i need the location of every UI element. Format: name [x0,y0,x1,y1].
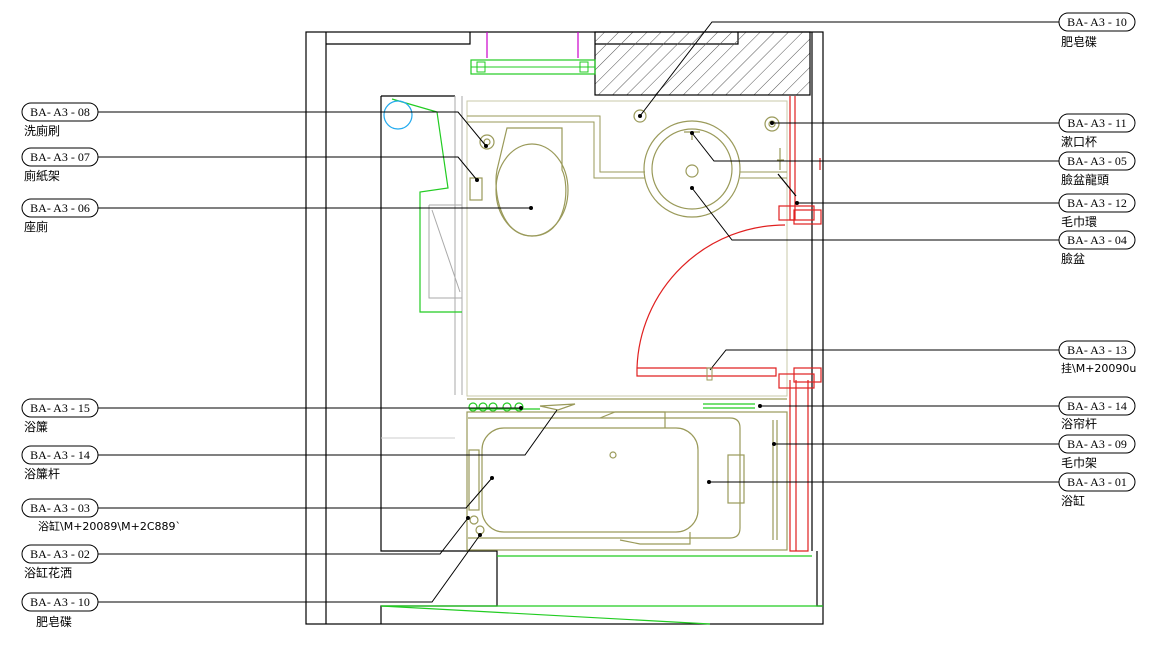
callout-right-09: BA- A3 - 09 毛巾架 [772,434,1136,470]
callout-desc: 臉盆 [1061,251,1085,266]
callout-desc: 挂\M+20090u [1061,361,1136,375]
callout-left-07: BA- A3 - 07 廁紙架 [21,147,479,183]
callout-right-04: BA- A3 - 04 臉盆 [690,186,1136,266]
callout-tag: BA- A3 - 05 [1067,154,1127,168]
hatched-column [594,31,811,96]
callout-desc: 毛巾架 [1061,456,1097,470]
callout-right-05: BA- A3 - 05 臉盆龍頭 [690,131,1136,187]
callout-tag: BA- A3 - 14 [1067,399,1127,413]
callout-tag: BA- A3 - 08 [30,105,90,119]
callout-desc: 肥皂碟 [1061,35,1097,49]
callout-desc: 毛巾環 [1061,215,1097,229]
bottom-threshold [380,555,823,625]
callout-desc: 臉盆龍頭 [1061,172,1109,187]
callout-tag: BA- A3 - 07 [30,150,90,164]
shower-curtain [467,398,787,412]
callout-desc: 浴缸\M+20089\M+2C889` [38,519,181,533]
callout-left-08: BA- A3 - 08 洗廁刷 [21,102,488,148]
door-swing [636,96,822,552]
callout-desc: 浴帘杆 [1061,416,1097,431]
callout-left-10: BA- A3 - 10 肥皂碟 [21,533,482,629]
callout-tag: BA- A3 - 01 [1067,475,1127,489]
callout-right-12: BA- A3 - 12 毛巾環 [795,193,1136,229]
callout-desc: 浴簾杆 [24,466,60,481]
callout-tag: BA- A3 - 04 [1067,233,1127,247]
bathtub [466,411,788,551]
inner-room [381,96,788,439]
toilet [469,127,569,237]
callout-desc: 廁紙架 [24,168,60,183]
callout-tag: BA- A3 - 09 [1067,437,1127,451]
callout-tag: BA- A3 - 06 [30,201,90,215]
callout-desc: 浴簾 [24,419,48,434]
walls [305,31,824,625]
callout-right-10: BA- A3 - 10 肥皂碟 [638,12,1136,118]
callout-right-14: BA- A3 - 14 浴帘杆 [758,396,1136,431]
callout-left-02: BA- A3 - 02 浴缸花洒 [21,516,470,580]
callout-tag: BA- A3 - 13 [1067,343,1127,357]
callout-right-11: BA- A3 - 11 漱口杯 [770,113,1136,149]
callout-left-06: BA- A3 - 06 座廁 [21,198,533,234]
basin [633,109,797,218]
callout-left-14: BA- A3 - 14 浴簾杆 [21,409,558,481]
callout-tag: BA- A3 - 10 [30,595,90,609]
callout-tag: BA- A3 - 15 [30,401,90,415]
callout-desc: 肥皂碟 [36,615,72,629]
callout-tag: BA- A3 - 02 [30,547,90,561]
callout-tag: BA- A3 - 14 [30,448,90,462]
callout-right-13: BA- A3 - 13 挂\M+20090u [706,340,1136,381]
callout-tag: BA- A3 - 10 [1067,15,1127,29]
callout-left-15: BA- A3 - 15 浴簾 [21,398,523,434]
callout-desc: 洗廁刷 [24,123,60,138]
callout-desc: 浴缸 [1061,493,1085,508]
callout-left-03: BA- A3 - 03 浴缸\M+20089\M+2C889` [21,476,494,533]
callout-desc: 座廁 [24,219,48,234]
vanity-counter [467,115,787,179]
top-window [470,32,596,75]
callout-desc: 漱口杯 [1061,135,1097,149]
callout-tag: BA- A3 - 03 [30,501,90,515]
callout-tag: BA- A3 - 11 [1067,116,1126,130]
callout-tag: BA- A3 - 12 [1067,196,1127,210]
green-pipe [383,98,462,313]
callout-right-01: BA- A3 - 01 浴缸 [707,472,1136,508]
callout-desc: 浴缸花洒 [24,565,72,580]
